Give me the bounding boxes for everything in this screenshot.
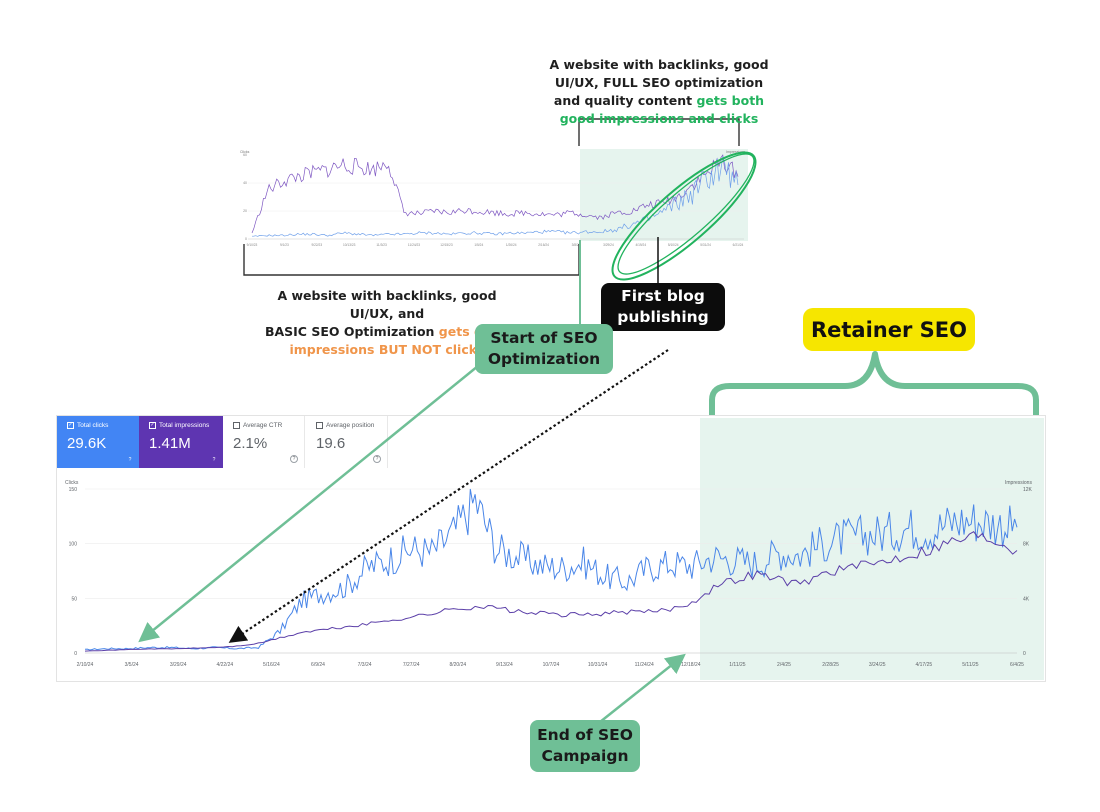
small-x-tick-label: 3/29/24 — [603, 243, 614, 247]
x-tick-label: 4/22/24 — [216, 662, 233, 668]
small-series-line-clicks — [251, 156, 739, 237]
metric-total-impressions[interactable]: ✓Total impressions 1.41M ? — [139, 416, 223, 468]
small-x-tick-label: 10/13/23 — [343, 243, 356, 247]
end-seo-arrow — [599, 653, 686, 723]
small-chart-highlight-band — [580, 149, 748, 241]
small-x-tick-label: 12/15/23 — [440, 243, 453, 247]
x-tick-label: 2/10/24 — [77, 662, 94, 668]
small-x-tick-label: 11/24/23 — [408, 243, 420, 247]
help-icon[interactable]: ? — [128, 457, 132, 463]
x-tick-label: 7/27/24 — [403, 662, 420, 668]
left-axis-label: Clicks — [65, 480, 79, 486]
x-tick-label: 6/4/25 — [1010, 662, 1024, 668]
small-x-tick-label: 2/16/24 — [538, 243, 549, 247]
right-tick-label: 8K — [1023, 542, 1030, 548]
metric-total-clicks[interactable]: ✓Total clicks 29.6K ? — [57, 416, 139, 468]
x-tick-label: 5/16/24 — [263, 662, 280, 668]
x-tick-label: 7/3/24 — [358, 662, 372, 668]
series-line-impressions — [84, 531, 1018, 652]
x-tick-label: 5/11/25 — [962, 662, 979, 668]
start-seo-callout: Start of SEO Optimization — [475, 324, 613, 374]
x-tick-label: 3/5/24 — [125, 662, 139, 668]
x-tick-label: 4/17/25 — [915, 662, 932, 668]
x-tick-label: 3/24/25 — [869, 662, 886, 668]
growth-ellipse — [611, 151, 757, 281]
left-tick-label: 50 — [71, 596, 77, 602]
small-x-tick-label: 3/8/24 — [572, 243, 581, 247]
right-tick-label: 12K — [1023, 487, 1033, 493]
main-chart: Clicks Impressions 150 100 50 0 12K 8K 4K 0 2/… — [65, 418, 1044, 680]
small-x-tick-label: 11/3/23 — [376, 243, 387, 247]
x-tick-label: 6/9/24 — [311, 662, 325, 668]
small-chart-left-label: Clicks — [240, 150, 250, 154]
retainer-seo-label: Retainer SEO — [803, 308, 975, 351]
first-blog-arrow — [228, 349, 669, 643]
top-bracket — [578, 118, 740, 146]
start-seo-arrow — [138, 365, 479, 643]
left-tick-label: 150 — [69, 487, 78, 493]
small-x-tick-label: 9/10/23 — [247, 243, 258, 247]
x-tick-label: 11/24/24 — [635, 662, 654, 668]
x-tick-label: 2/4/25 — [777, 662, 791, 668]
series-line-clicks — [84, 488, 1018, 651]
small-x-tick-label: 9/22/23 — [311, 243, 322, 247]
small-x-tick-label: 6/21/24 — [733, 243, 744, 247]
small-x-tick-label: 4/19/24 — [635, 243, 646, 247]
first-blog-callout: First blog publishing — [601, 283, 725, 331]
full-seo-note: A website with backlinks, good UI/UX, FU… — [549, 57, 769, 126]
small-x-tick-label: 1/26/24 — [506, 243, 517, 247]
checkbox-icon: ✓ — [67, 422, 74, 429]
x-tick-label: 8/20/24 — [449, 662, 466, 668]
x-tick-label: 10/7/24 — [543, 662, 560, 668]
x-tick-label: 2/28/25 — [822, 662, 839, 668]
help-icon[interactable]: ? — [212, 457, 216, 463]
right-axis-label: Impressions — [1005, 480, 1032, 486]
metric-average-position[interactable]: Average position 19.6 ? — [306, 416, 388, 468]
checkbox-icon — [233, 422, 240, 429]
small-x-tick-label: 5/31/24 — [700, 243, 711, 247]
small-series-line-impressions — [251, 154, 739, 234]
checkbox-icon — [316, 422, 323, 429]
left-tick-label: 100 — [69, 542, 78, 548]
x-tick-label: 12/18/24 — [681, 662, 701, 668]
retainer-highlight-band — [700, 418, 1044, 680]
x-tick-label: 1/11/25 — [729, 662, 746, 668]
small-x-tick-label: 1/5/24 — [474, 243, 483, 247]
right-tick-label: 4K — [1023, 596, 1030, 602]
help-icon[interactable]: ? — [290, 455, 298, 463]
small-left-tick-label: 60 — [243, 153, 247, 157]
small-x-tick-label: 5/10/24 — [668, 243, 679, 247]
main-chart-card: ✓Total clicks 29.6K ? ✓Total impressions… — [56, 415, 1046, 682]
help-icon[interactable]: ? — [373, 455, 381, 463]
end-seo-callout: End of SEO Campaign — [530, 720, 640, 772]
x-tick-label: 3/29/24 — [170, 662, 187, 668]
small-left-tick-label: 20 — [243, 209, 247, 213]
small-x-tick-label: 9/1/23 — [280, 243, 289, 247]
x-tick-label: 10/31/24 — [588, 662, 608, 668]
start-seo-pointer — [579, 240, 581, 328]
x-tick-label: 9/13/24 — [496, 662, 513, 668]
retainer-brace — [709, 351, 1039, 419]
checkbox-icon: ✓ — [149, 422, 156, 429]
right-tick-label: 0 — [1023, 651, 1026, 657]
metric-average-ctr[interactable]: Average CTR 2.1% ? — [223, 416, 305, 468]
small-left-tick-label: 0 — [245, 237, 247, 241]
first-blog-pointer — [657, 237, 659, 285]
small-chart-right-label: Impressions — [726, 150, 745, 154]
small-left-tick-label: 40 — [243, 181, 247, 185]
left-tick-label: 0 — [74, 651, 77, 657]
